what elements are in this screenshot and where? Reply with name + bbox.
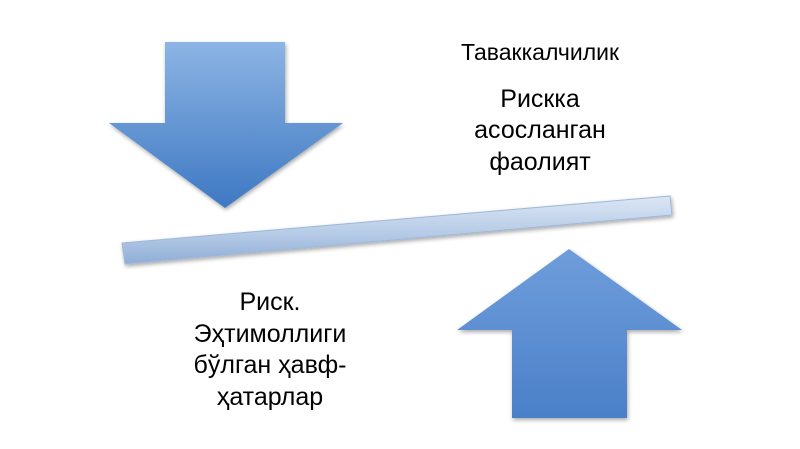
balance-beam	[121, 195, 673, 265]
bottom-left-text: Риск. Эҳтимоллиги бўлган ҳавф- ҳатарлар	[145, 287, 395, 413]
arrow-down-icon	[109, 42, 343, 208]
bottom-left-line-3: бўлган ҳавф-	[193, 351, 347, 379]
bottom-left-line-2: Эҳтимоллиги	[193, 319, 347, 348]
arrow-up-icon	[457, 249, 682, 418]
bottom-left-line-4: ҳатарлар	[216, 382, 324, 411]
bottom-left-line-1: Риск.	[239, 288, 301, 316]
top-right-line-3: фаолият	[489, 147, 591, 176]
title-label: Таваккалчилик	[460, 39, 620, 65]
top-right-line-2: асосланган	[474, 116, 606, 145]
top-right-text: Рискка асосланган фаолият	[440, 84, 640, 178]
top-right-line-1: Рискка	[500, 85, 580, 113]
